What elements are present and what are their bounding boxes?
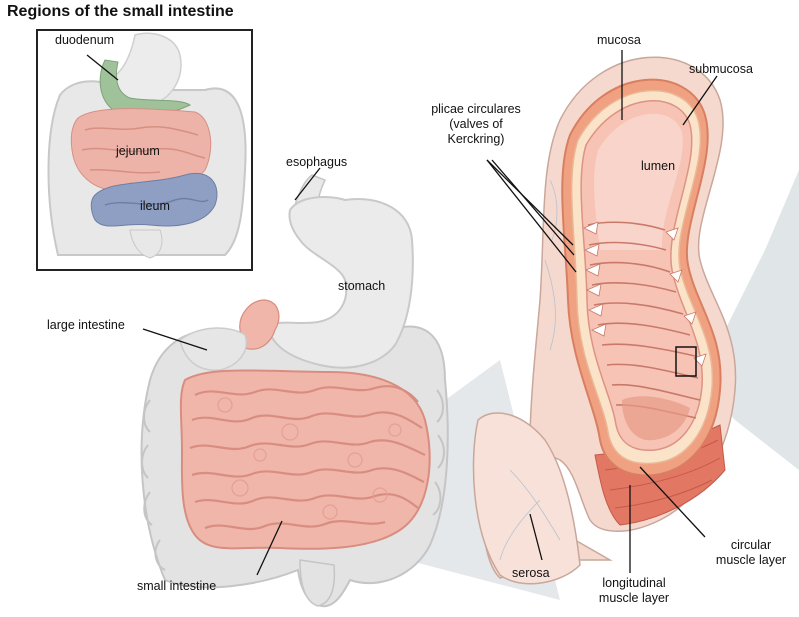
label-stomach: stomach: [338, 279, 385, 294]
label-plicae-line2: (valves of: [414, 117, 538, 132]
label-longitudinal-line2: muscle layer: [588, 591, 680, 606]
label-jejunum: jejunum: [116, 144, 160, 159]
small-intestine-shape: [181, 370, 430, 548]
label-plicae-circulares: plicae circulares (valves of Kerckring): [414, 102, 538, 147]
label-duodenum: duodenum: [55, 33, 114, 48]
label-longitudinal-line1: longitudinal: [588, 576, 680, 591]
label-plicae-line1: plicae circulares: [414, 102, 538, 117]
label-large-intestine: large intestine: [47, 318, 125, 333]
label-mucosa: mucosa: [597, 33, 641, 48]
label-circular-muscle: circular muscle layer: [707, 538, 795, 568]
label-circular-line1: circular: [707, 538, 795, 553]
label-lumen: lumen: [641, 159, 675, 174]
label-submucosa: submucosa: [689, 62, 753, 77]
label-esophagus: esophagus: [286, 155, 347, 170]
label-ileum: ileum: [140, 199, 170, 214]
label-longitudinal-muscle: longitudinal muscle layer: [588, 576, 680, 606]
label-small-intestine: small intestine: [137, 579, 216, 594]
label-circular-line2: muscle layer: [707, 553, 795, 568]
label-serosa: serosa: [512, 566, 550, 581]
label-plicae-line3: Kerckring): [414, 132, 538, 147]
page-title: Regions of the small intestine: [7, 3, 234, 21]
